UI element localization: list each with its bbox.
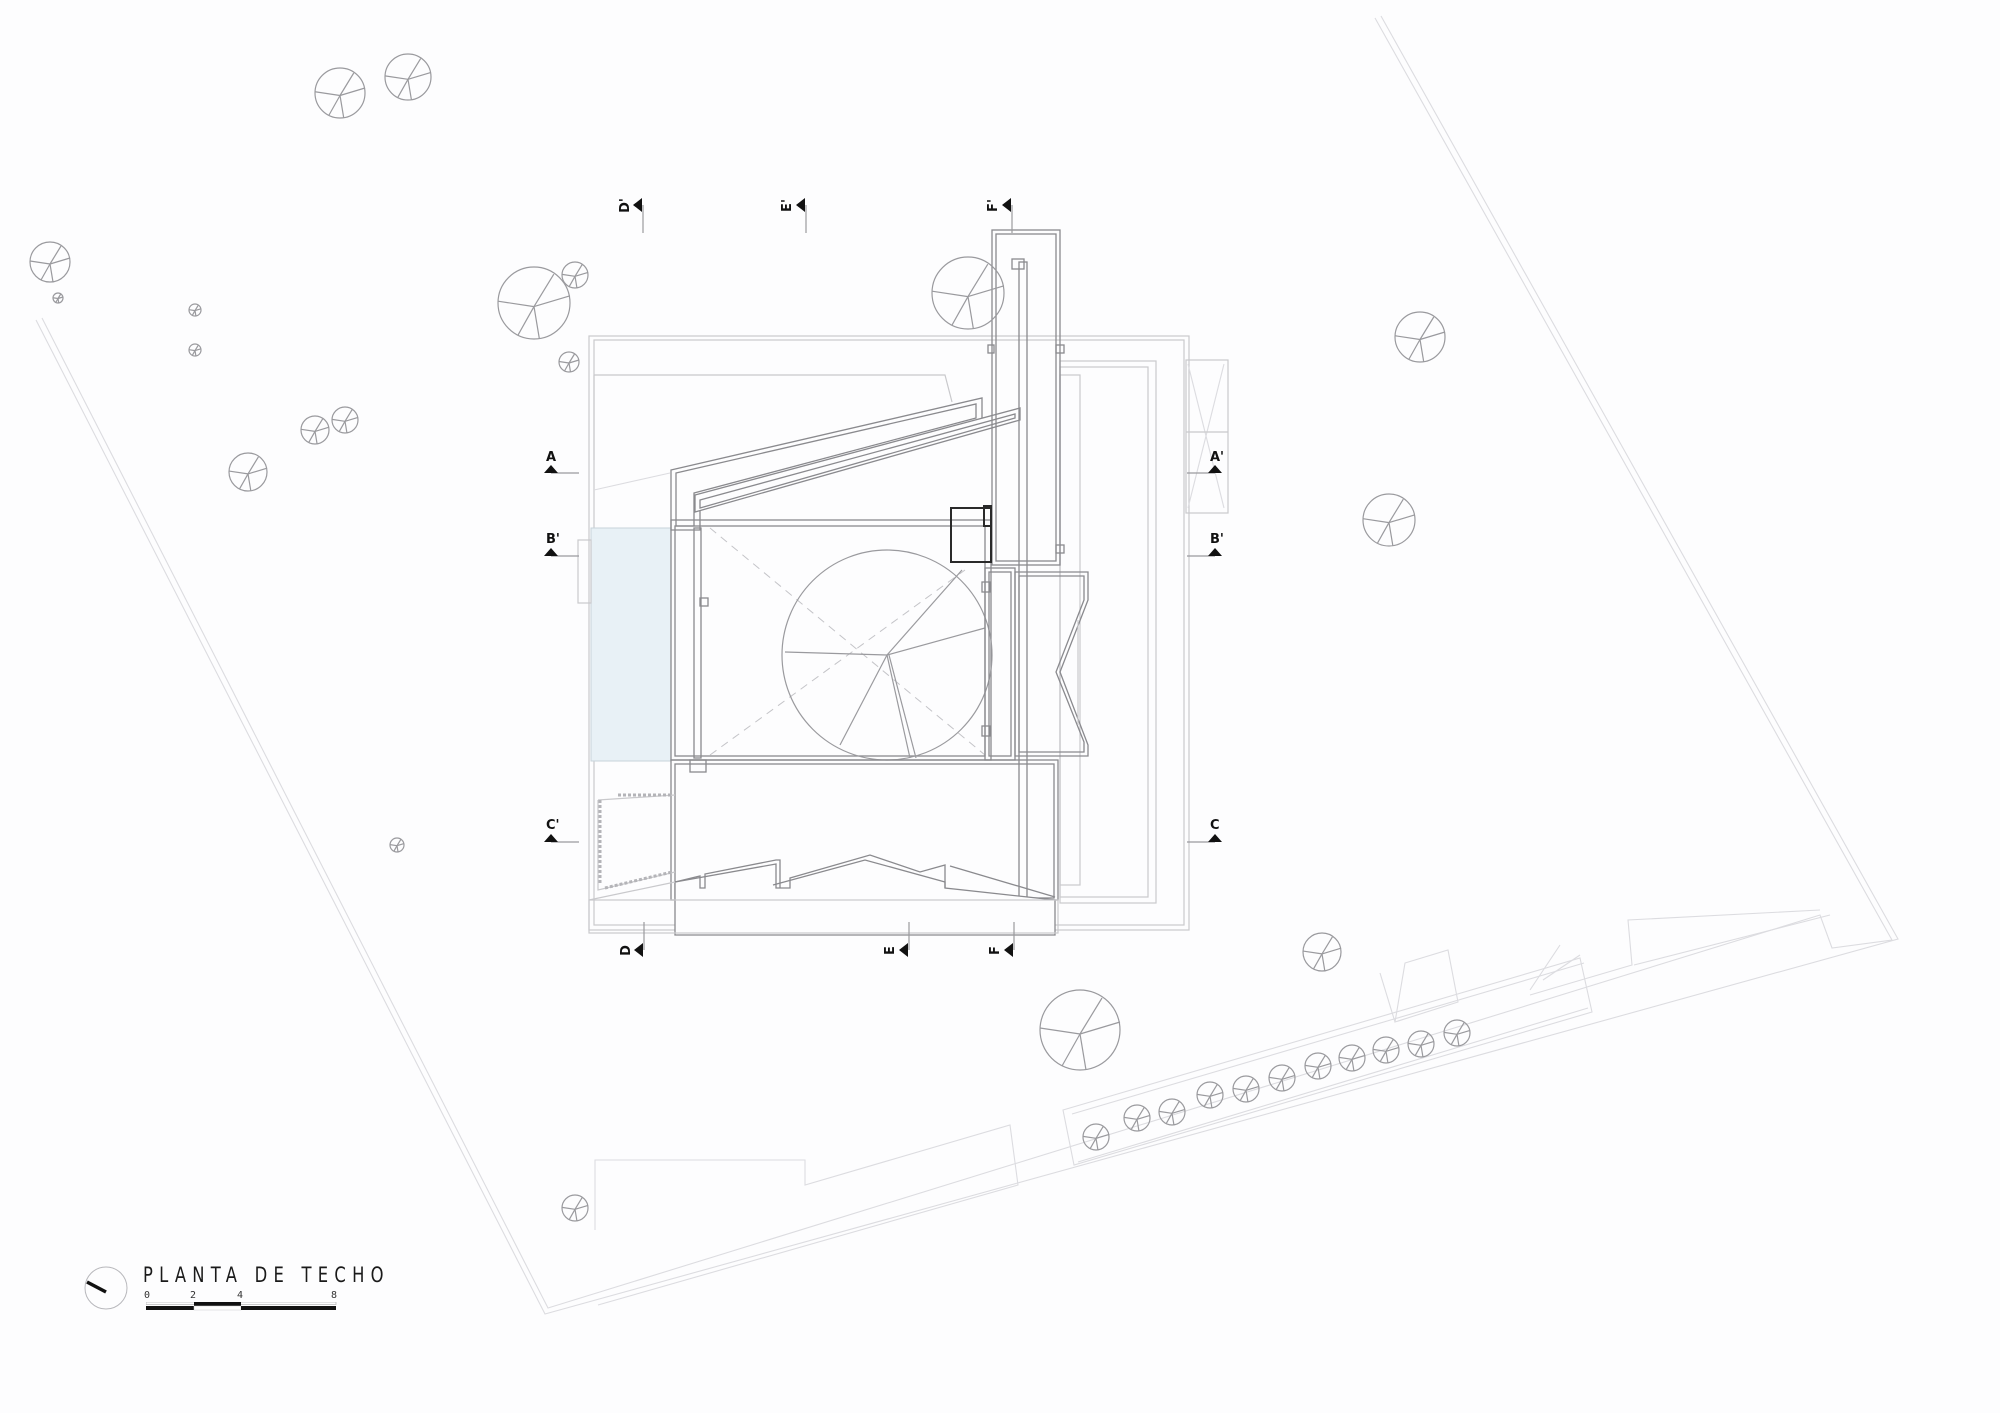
section-marker-top-d: [633, 198, 644, 233]
property-boundary: [35, 15, 1899, 1315]
section-marker-top-e: [796, 198, 807, 233]
section-label-bottom-0: D: [618, 945, 634, 956]
tree-icon: [300, 415, 330, 445]
tree-icon: [1304, 1052, 1332, 1080]
tree-icon: [52, 292, 64, 304]
tree-icon: [1362, 493, 1416, 547]
tree-icon: [188, 303, 202, 317]
tree-icon: [1372, 1036, 1400, 1064]
section-label-left-0: A: [546, 450, 557, 465]
tree-icon: [228, 452, 268, 492]
section-marker-top-f: [1002, 198, 1013, 233]
section-label-left-1: B': [546, 532, 560, 547]
trees: [29, 53, 1471, 1222]
tree-icon: [1268, 1064, 1296, 1092]
building: [577, 229, 1229, 936]
tree-icon: [29, 241, 71, 283]
tree-icon: [188, 343, 202, 357]
tree-icon: [314, 67, 366, 119]
section-label-bottom-1: E: [882, 946, 898, 955]
section-markers: [544, 198, 1222, 957]
tree-icon: [561, 261, 589, 289]
tree-icon: [331, 406, 359, 434]
tree-icon: [497, 266, 571, 340]
tree-icon: [1443, 1019, 1471, 1047]
drawing-title: PLANTA DE TECHO: [143, 1263, 390, 1287]
scale-tick-2: 4: [237, 1290, 244, 1301]
tree-icon: [1082, 1123, 1110, 1151]
section-label-left-2: C': [546, 818, 560, 833]
scale-tick-0: 0: [144, 1290, 151, 1301]
section-label-bottom-2: F: [987, 946, 1003, 955]
tree-icon: [1338, 1044, 1366, 1072]
tree-icon: [1158, 1098, 1186, 1126]
tree-icon: [1302, 932, 1342, 972]
section-label-top-1: E': [779, 199, 795, 212]
section-label-top-0: D': [617, 198, 633, 213]
tree-icon: [384, 53, 432, 101]
section-label-right-2: C: [1210, 818, 1220, 833]
tree-icon: [561, 1194, 589, 1222]
tree-icon: [931, 256, 1005, 330]
scale-tick-3: 8: [331, 1290, 338, 1301]
section-label-right-0: A': [1210, 450, 1225, 465]
north-arrow-icon: [84, 1266, 128, 1310]
section-label-right-1: B': [1210, 532, 1224, 547]
scale-tick-1: 2: [190, 1290, 197, 1301]
tree-icon: [1232, 1075, 1260, 1103]
street-strip: [594, 909, 1831, 1306]
tree-icon: [1039, 989, 1121, 1071]
tree-icon: [1394, 311, 1446, 363]
tree-icon: [1123, 1104, 1151, 1132]
tree-icon: [558, 351, 580, 373]
pool: [590, 527, 672, 762]
tree-icon: [1407, 1030, 1435, 1058]
section-label-top-2: F': [985, 199, 1001, 212]
tree-icon: [389, 837, 405, 853]
tree-icon: [1196, 1081, 1224, 1109]
